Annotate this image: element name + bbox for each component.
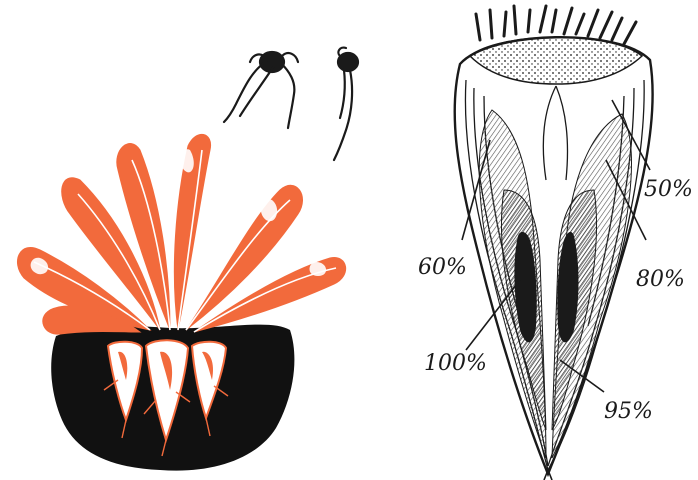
label-80: 80% (636, 267, 685, 292)
seedling-right (334, 48, 358, 160)
label-95: 95% (604, 399, 653, 424)
beet-plant-icon (17, 134, 345, 470)
label-60: 60% (418, 255, 467, 280)
label-50: 50% (644, 177, 693, 202)
seedling-left (224, 52, 298, 128)
label-100: 100% (424, 351, 487, 376)
beet-root-section-icon: 50% 60% 80% 100% 95% (418, 6, 693, 480)
seedling-sprout-icon (224, 48, 358, 160)
